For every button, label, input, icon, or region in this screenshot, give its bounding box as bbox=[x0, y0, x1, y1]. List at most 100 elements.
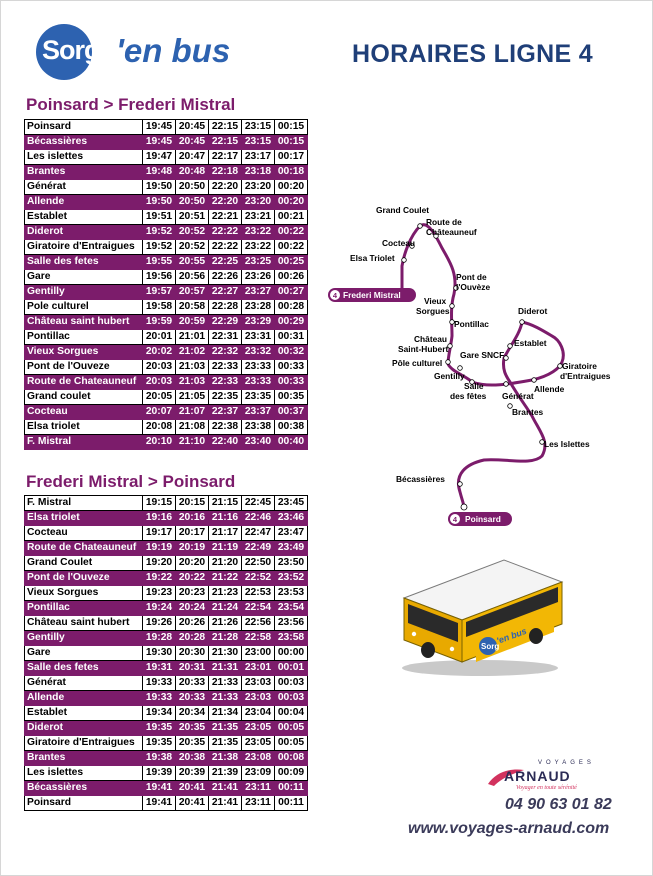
departure-time: 23:52 bbox=[274, 570, 308, 586]
departure-time: 20:34 bbox=[175, 705, 209, 721]
stop-name: Brantes bbox=[24, 750, 143, 766]
departure-time: 23:00 bbox=[241, 645, 275, 661]
departure-time: 22:15 bbox=[208, 119, 242, 135]
departure-time: 20:22 bbox=[175, 570, 209, 586]
departure-time: 19:55 bbox=[142, 254, 176, 270]
departure-time: 19:35 bbox=[142, 735, 176, 751]
departure-time: 00:20 bbox=[274, 194, 308, 210]
stop-name: Giratoire d'Entraigues bbox=[24, 239, 143, 255]
map-label-route-chateauneuf-2: Châteauneuf bbox=[426, 227, 477, 237]
departure-time: 23:17 bbox=[241, 149, 275, 165]
departure-time: 22:33 bbox=[208, 359, 242, 375]
stop-name: Bécassières bbox=[24, 780, 143, 796]
departure-time: 19:48 bbox=[142, 164, 176, 180]
departure-time: 19:56 bbox=[142, 269, 176, 285]
stop-name: Pontillac bbox=[24, 329, 143, 345]
departure-time: 20:41 bbox=[175, 780, 209, 796]
stop-name: Pontillac bbox=[24, 600, 143, 616]
map-label-chateau-1: Château bbox=[414, 334, 447, 344]
stop-marker-diderot bbox=[519, 319, 525, 325]
stop-name: Diderot bbox=[24, 224, 143, 240]
stop-name: Salle des fetes bbox=[24, 254, 143, 270]
departure-time: 00:09 bbox=[274, 765, 308, 781]
bus-shadow bbox=[402, 660, 558, 676]
stop-name: Pont de l'Ouveze bbox=[24, 570, 143, 586]
map-label-chateau-2: Saint-Hubert bbox=[398, 344, 448, 354]
terminus-south-badge bbox=[448, 512, 512, 526]
line-number-south: 4 bbox=[453, 515, 458, 524]
departure-time: 23:38 bbox=[241, 419, 275, 435]
departure-time: 20:38 bbox=[175, 750, 209, 766]
map-label-pont-ouveze-1: Pont de bbox=[456, 272, 487, 282]
departure-time: 23:54 bbox=[274, 600, 308, 616]
departure-time: 00:29 bbox=[274, 314, 308, 330]
departure-time: 22:22 bbox=[208, 224, 242, 240]
stop-name: Générat bbox=[24, 675, 143, 691]
departure-time: 20:05 bbox=[142, 389, 176, 405]
departure-time: 21:03 bbox=[175, 359, 209, 375]
departure-time: 19:20 bbox=[142, 555, 176, 571]
departure-time: 20:03 bbox=[142, 359, 176, 375]
stop-marker-generat bbox=[503, 381, 509, 387]
brand-top-text: VOYAGES bbox=[538, 760, 595, 766]
map-label-vieux-sorgues-1: Vieux bbox=[424, 296, 447, 306]
departure-time: 19:41 bbox=[142, 780, 176, 796]
map-label-allende: Allende bbox=[534, 384, 565, 394]
stop-name: Allende bbox=[24, 194, 143, 210]
departure-time: 21:08 bbox=[175, 419, 209, 435]
stop-name: Cocteau bbox=[24, 525, 143, 541]
departure-time: 23:35 bbox=[241, 389, 275, 405]
departure-time: 20:33 bbox=[175, 690, 209, 706]
stop-marker-pont-ouveze bbox=[453, 285, 459, 291]
logo-main-text: Sorg bbox=[42, 35, 101, 65]
departure-time: 22:31 bbox=[208, 329, 242, 345]
departure-time: 20:23 bbox=[175, 585, 209, 601]
stop-name: Route de Chateauneuf bbox=[24, 540, 143, 556]
sorg-en-bus-logo: Sorg 'en bus bbox=[36, 24, 246, 84]
voyages-arnaud-logo: VOYAGES ARNAUD Voyager en toute sérénité bbox=[486, 760, 618, 794]
departure-time: 22:53 bbox=[241, 585, 275, 601]
logo-circle bbox=[36, 24, 92, 80]
departure-time: 22:46 bbox=[241, 510, 275, 526]
departure-time: 21:07 bbox=[175, 404, 209, 420]
bus-rear-wheel bbox=[529, 628, 543, 644]
map-label-pole-culturel: Pôle culturel bbox=[392, 358, 442, 368]
departure-time: 23:56 bbox=[274, 615, 308, 631]
departure-time: 21:41 bbox=[208, 780, 242, 796]
departure-time: 00:31 bbox=[274, 329, 308, 345]
stop-name: Cocteau bbox=[24, 404, 143, 420]
departure-time: 22:29 bbox=[208, 314, 242, 330]
departure-time: 20:24 bbox=[175, 600, 209, 616]
stop-marker-allende bbox=[531, 377, 537, 383]
stop-name: Les islettes bbox=[24, 765, 143, 781]
departure-time: 23:28 bbox=[241, 299, 275, 315]
departure-time: 22:26 bbox=[208, 269, 242, 285]
stop-name: Gare bbox=[24, 645, 143, 661]
departure-time: 23:15 bbox=[241, 134, 275, 150]
stop-name: Grand coulet bbox=[24, 389, 143, 405]
departure-time: 20:48 bbox=[175, 164, 209, 180]
stop-marker-gentilly bbox=[457, 365, 463, 371]
departure-time: 21:24 bbox=[208, 600, 242, 616]
departure-time: 21:17 bbox=[208, 525, 242, 541]
departure-time: 00:27 bbox=[274, 284, 308, 300]
departure-time: 22:15 bbox=[208, 134, 242, 150]
departure-time: 22:52 bbox=[241, 570, 275, 586]
departure-time: 00:00 bbox=[274, 645, 308, 661]
website-link[interactable]: www.voyages-arnaud.com bbox=[408, 820, 610, 837]
departure-time: 00:11 bbox=[274, 780, 308, 796]
departure-time: 00:38 bbox=[274, 419, 308, 435]
